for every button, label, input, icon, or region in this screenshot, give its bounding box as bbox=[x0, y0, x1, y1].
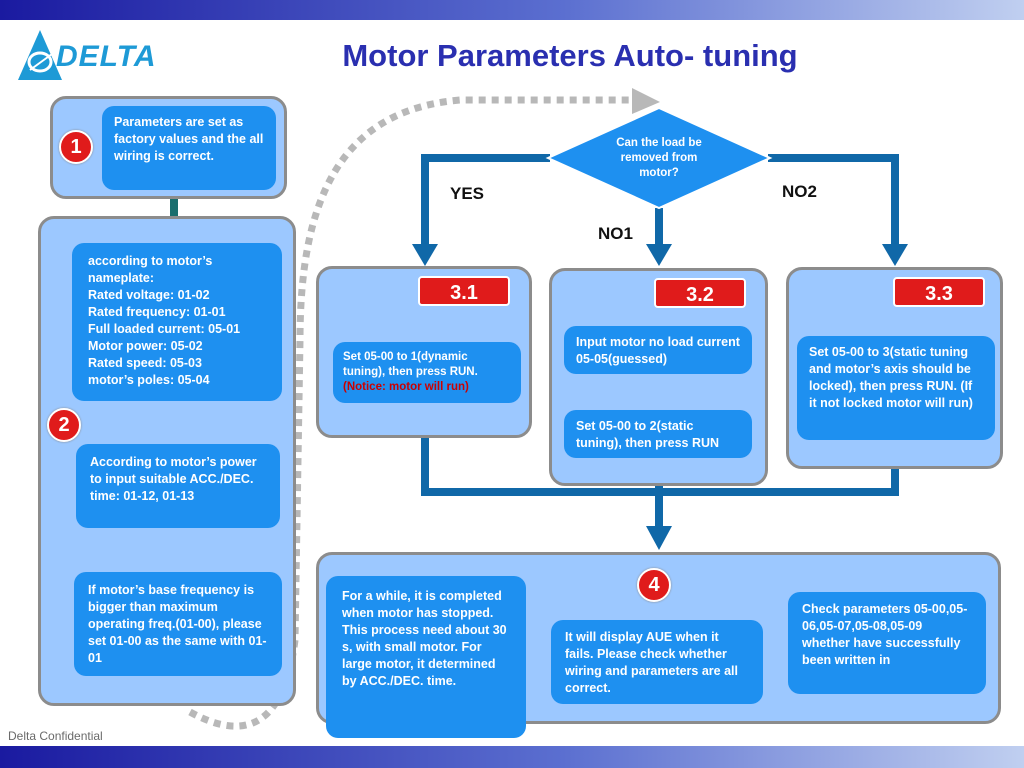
step32-tag: 3.2 bbox=[654, 278, 746, 308]
step33-tag: 3.3 bbox=[893, 277, 985, 307]
nameplate-line: Rated frequency: 01-01 bbox=[88, 305, 226, 319]
step4-badge: 4 bbox=[637, 568, 671, 602]
step31-tag: 3.1 bbox=[418, 276, 510, 306]
step2-badge: 2 bbox=[47, 408, 81, 442]
nameplate-line: Motor power: 05-02 bbox=[88, 339, 203, 353]
accel-time-box: According to motor’s power to input suit… bbox=[76, 444, 280, 528]
decision-question: Can the load be removed from motor? bbox=[616, 137, 702, 179]
logo-text: DELTA bbox=[56, 40, 157, 73]
step1-text-box: Parameters are set as factory values and… bbox=[102, 106, 276, 190]
step32-static-box: Set 05-00 to 2(static tuning), then pres… bbox=[564, 410, 752, 458]
bottom-banner bbox=[0, 746, 1024, 768]
step4-check-box: Check parameters 05-00,05-06,05-07,05-08… bbox=[788, 592, 986, 694]
step33-text-box: Set 05-00 to 3(static tuning and motor’s… bbox=[797, 336, 995, 440]
nameplate-line: Full loaded current: 05-01 bbox=[88, 322, 241, 336]
yes-label: YES bbox=[450, 184, 485, 203]
nameplate-line: according to motor’s nameplate: bbox=[88, 254, 213, 285]
confidential-note: Delta Confidential bbox=[8, 729, 103, 743]
base-frequency-box: If motor’s base frequency is bigger than… bbox=[74, 572, 282, 676]
step1-badge: 1 bbox=[59, 130, 93, 164]
step31-text: Set 05-00 to 1(dynamic tuning), then pre… bbox=[343, 351, 478, 378]
step4-aue-box: It will display AUE when it fails. Pleas… bbox=[551, 620, 763, 704]
step4-completion-box: For a while, it is completed when motor … bbox=[326, 576, 526, 738]
nameplate-line: Rated speed: 05-03 bbox=[88, 356, 202, 370]
nameplate-line: motor’s poles: 05-04 bbox=[88, 373, 210, 387]
page-title: Motor Parameters Auto- tuning bbox=[342, 38, 798, 73]
nameplate-box: according to motor’s nameplate: Rated vo… bbox=[72, 243, 282, 401]
step32-no-load-box: Input motor no load current 05-05(guesse… bbox=[564, 326, 752, 374]
nameplate-line: Rated voltage: 01-02 bbox=[88, 288, 210, 302]
delta-logo-icon bbox=[18, 30, 62, 80]
top-banner bbox=[0, 0, 1024, 20]
step31-text-box: Set 05-00 to 1(dynamic tuning), then pre… bbox=[333, 342, 521, 403]
step31-notice: (Notice: motor will run) bbox=[343, 381, 469, 393]
no1-label: NO1 bbox=[598, 224, 633, 243]
no2-label: NO2 bbox=[782, 182, 817, 201]
